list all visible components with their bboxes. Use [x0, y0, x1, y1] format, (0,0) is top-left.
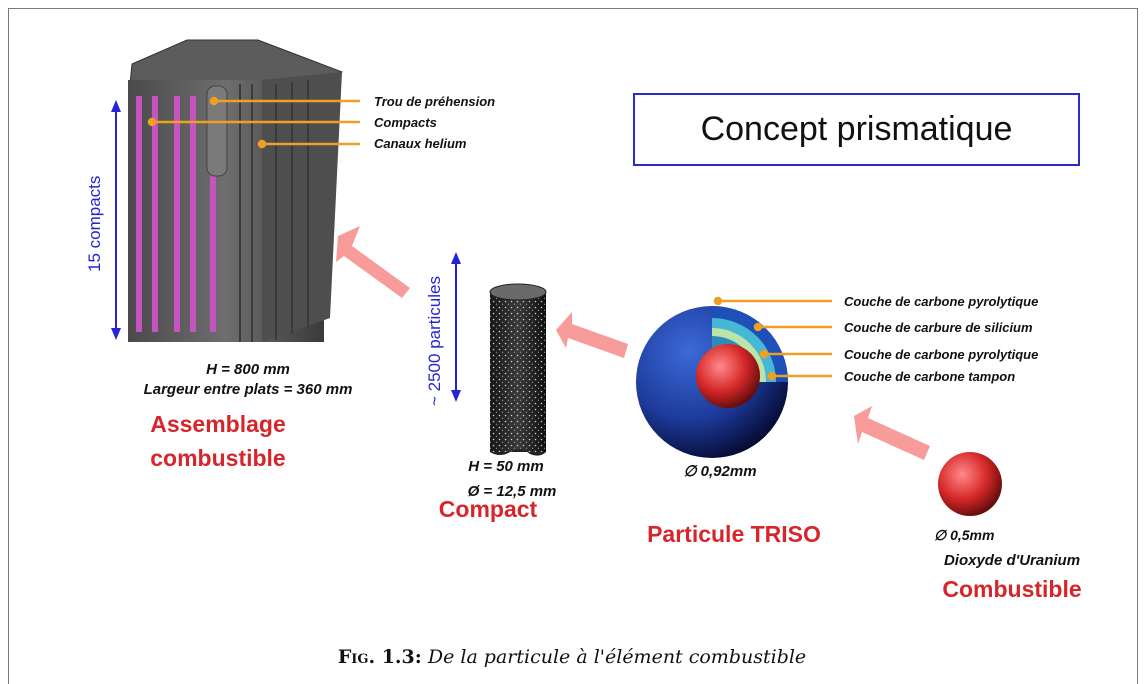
- kernel-diameter: ∅ 0,5mm: [934, 527, 994, 543]
- label-trou-prehension: Trou de préhension: [374, 94, 495, 109]
- triso-diameter: ∅ 0,92mm: [683, 463, 756, 480]
- uranium-kernel-illustration: [938, 452, 1002, 516]
- kernel-material: Dioxyde d'Uranium: [944, 552, 1080, 569]
- triso-layer-buffer: Couche de carbone tampon: [844, 369, 1015, 384]
- assembly-name-line2: combustible: [150, 445, 285, 471]
- triso-layer-sic: Couche de carbure de silicium: [844, 320, 1033, 335]
- triso-name: Particule TRISO: [647, 521, 821, 547]
- compact-height-dim: H = 50 mm: [468, 458, 543, 475]
- fuel-assembly-illustration: [128, 39, 344, 342]
- arrow-to-assembly: [336, 226, 410, 298]
- compact-diameter-dim: Ø = 12,5 mm: [468, 483, 557, 500]
- compact-height-label: ~ 2500 particules: [425, 276, 444, 406]
- compact-name: Compact: [439, 496, 538, 522]
- arrow-to-triso: [854, 406, 930, 460]
- concept-title-box: Concept prismatique: [633, 93, 1080, 166]
- triso-layer-outer-pyc: Couche de carbone pyrolytique: [844, 294, 1038, 309]
- triso-particle-illustration: [636, 306, 788, 458]
- concept-title: Concept prismatique: [700, 110, 1013, 148]
- label-compacts: Compacts: [374, 115, 437, 130]
- triso-leaders: [713, 296, 832, 381]
- caption-prefix: Fig. 1.3:: [337, 646, 422, 668]
- assembly-height-arrow: [111, 100, 121, 340]
- assembly-height-dim: H = 800 mm: [206, 361, 290, 378]
- triso-layer-inner-pyc: Couche de carbone pyrolytique: [844, 347, 1038, 362]
- compact-illustration: [489, 283, 547, 456]
- compact-height-arrow: [451, 252, 461, 402]
- kernel-name: Combustible: [942, 576, 1081, 602]
- figure-frame: [8, 8, 1138, 684]
- assembly-leaders: [147, 96, 360, 149]
- assembly-width-dim: Largeur entre plats = 360 mm: [144, 381, 353, 398]
- arrow-to-compact: [556, 312, 628, 358]
- figure-caption: Fig. 1.3: De la particule à l'élément co…: [0, 646, 1144, 668]
- label-canaux-helium: Canaux helium: [374, 136, 467, 151]
- caption-text: De la particule à l'élément combustible: [427, 646, 807, 668]
- assembly-height-label: 15 compacts: [85, 176, 104, 272]
- assembly-name-line1: Assemblage: [150, 411, 286, 437]
